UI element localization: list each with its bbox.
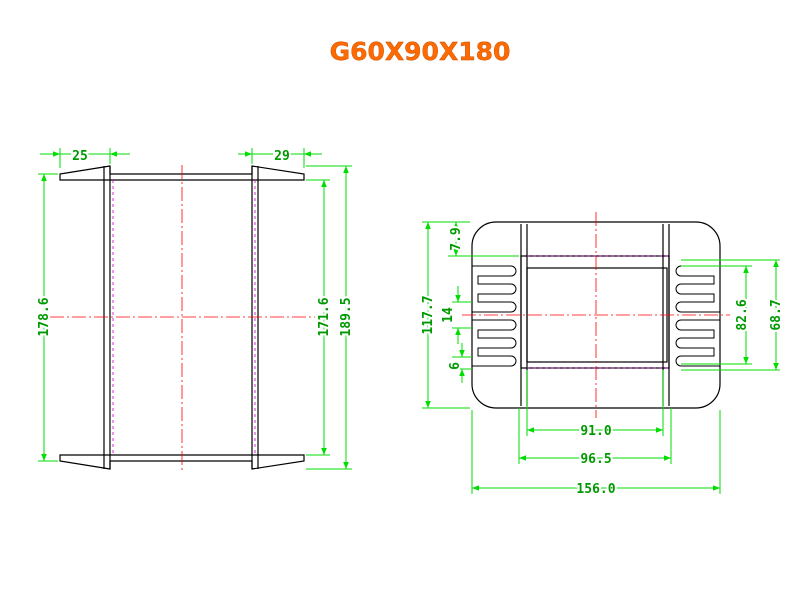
- dim-side-height-outer: 178.6: [37, 297, 52, 336]
- dim-front-window-height: 82.6: [735, 299, 750, 330]
- dim-front-slot-gap: 14: [441, 307, 456, 323]
- front-window-outer: [520, 255, 670, 369]
- dim-front-width-total: 156.0: [576, 482, 615, 497]
- dim-front-height: 117.7: [421, 295, 436, 334]
- dim-front-window-outer: 68.7: [769, 299, 784, 330]
- drawing-title: G60X90X180: [330, 37, 511, 66]
- dim-side-width-right: 29: [274, 149, 290, 164]
- side-view: 25 29 178.6 171.6 189.5: [35, 147, 356, 470]
- dim-side-width-left: 25: [72, 149, 88, 164]
- dim-side-height-inner: 171.6: [317, 297, 332, 336]
- dim-front-width-mid: 96.5: [580, 452, 611, 467]
- dim-front-top-offset: 7.9: [449, 227, 464, 250]
- front-view: 7.9 117.7 14 6 82.6 68.7 91.0: [419, 212, 786, 499]
- left-fins: [472, 265, 517, 367]
- right-fins: [675, 265, 720, 367]
- dim-side-height-total: 189.5: [339, 297, 354, 336]
- dim-front-width-inner: 91.0: [580, 424, 611, 439]
- dim-front-fin-pitch: 6: [448, 362, 463, 370]
